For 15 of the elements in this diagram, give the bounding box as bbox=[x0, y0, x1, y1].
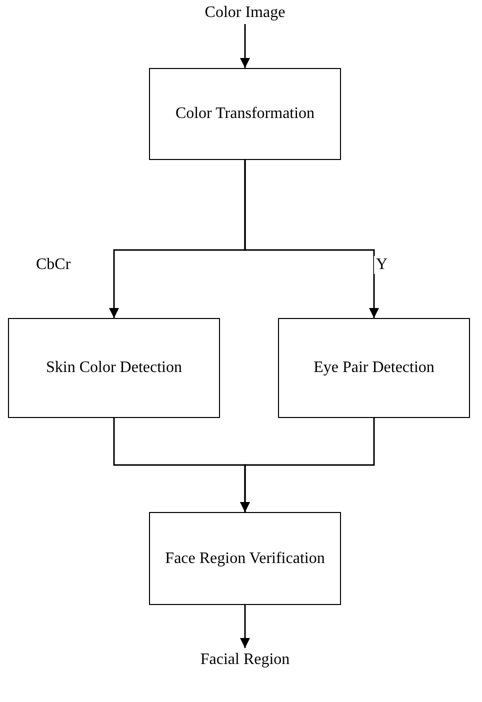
process-box bbox=[278, 318, 470, 418]
arrow bbox=[240, 418, 375, 512]
process-box bbox=[8, 318, 220, 418]
box-label: Color Transformation bbox=[175, 105, 315, 123]
process-box bbox=[149, 68, 341, 160]
arrow bbox=[240, 605, 250, 648]
box-label: Skin Color Detection bbox=[46, 359, 182, 377]
process-box bbox=[149, 512, 341, 605]
box-label: Face Region Verification bbox=[165, 550, 325, 568]
terminal-label: Color Image bbox=[185, 2, 305, 24]
terminal-label: Facial Region bbox=[175, 648, 315, 672]
arrow bbox=[244, 160, 379, 318]
edge-label: Y bbox=[374, 256, 390, 274]
arrow bbox=[240, 24, 250, 68]
box-label: Eye Pair Detection bbox=[314, 359, 434, 377]
